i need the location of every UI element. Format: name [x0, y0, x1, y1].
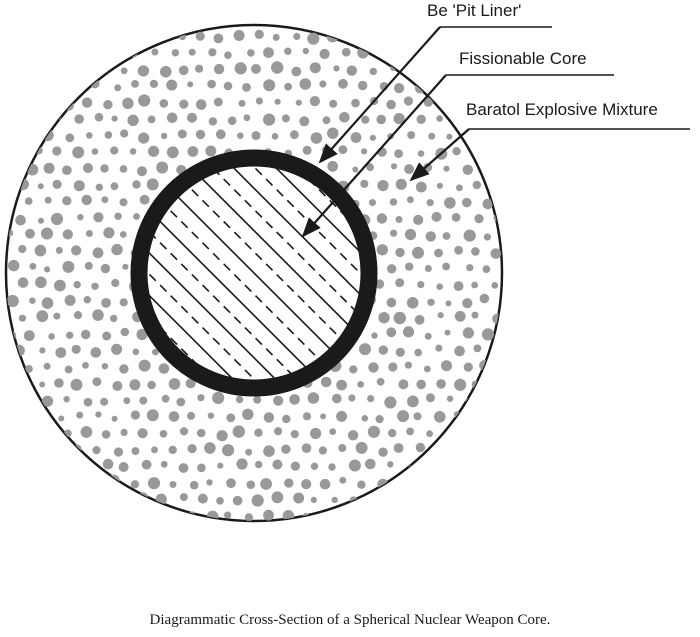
explosive-leader-arrow: [409, 128, 470, 182]
core-leader-arrow: [301, 74, 447, 238]
figure-caption: Diagrammatic Cross-Section of a Spherica…: [149, 612, 551, 628]
liner-leader-arrow: [318, 26, 441, 164]
explosive-mixture-label: Baratol Explosive Mixture: [466, 100, 658, 119]
fissionable-core-label: Fissionable Core: [459, 49, 587, 68]
pit-liner-label: Be 'Pit Liner': [427, 1, 522, 20]
